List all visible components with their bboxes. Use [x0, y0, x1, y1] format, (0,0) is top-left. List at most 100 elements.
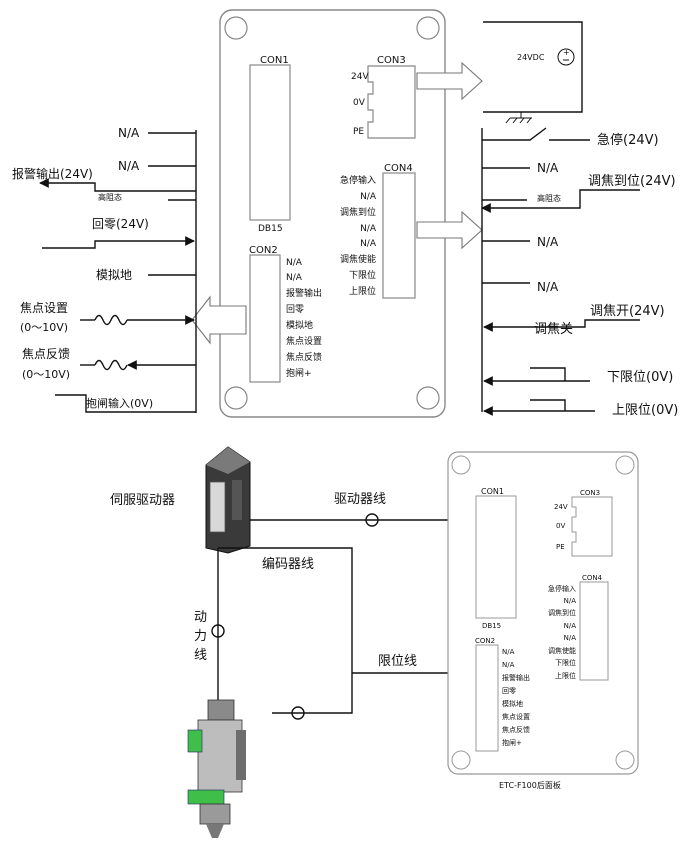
servo-drive-panel: [209, 481, 226, 533]
con4-pin: N/A: [360, 192, 377, 202]
focus-enable-arrow: [483, 319, 640, 332]
dc-source-icon: [557, 48, 575, 66]
signal-label: 报警输出(24V): [12, 166, 93, 181]
head-top: [207, 699, 235, 721]
con4-pin: N/A: [564, 634, 577, 642]
signal-label: 高阻态: [537, 193, 561, 203]
con3-pin: 24V: [351, 72, 369, 82]
lower-limit-arrow: [484, 367, 590, 381]
power-label: 24VDC: [517, 53, 545, 62]
con2-pin: 焦点反馈: [502, 725, 530, 734]
con3-connector: [571, 496, 613, 557]
signal-label: 急停(24V): [597, 132, 659, 148]
con2-pin: 报警输出: [286, 287, 322, 299]
servo-drive-top: [206, 447, 250, 474]
con2-pin: 报警输出: [502, 673, 530, 682]
con2-pin: 焦点设置: [286, 335, 322, 347]
con1-label: CON1: [481, 487, 504, 496]
con2-pin: 抱闸+: [502, 738, 522, 747]
homing-arrow: [42, 236, 195, 249]
con4-pin: N/A: [564, 622, 577, 630]
con4-pin: 下限位: [349, 269, 376, 281]
con3-pin: PE: [353, 127, 364, 137]
analog-wave-icon: [94, 314, 128, 326]
dc-plus-glyph: +: [563, 48, 570, 57]
con4-connector: [382, 172, 416, 299]
con4-pin: 调焦使能: [340, 253, 376, 265]
con3-label: CON3: [580, 489, 600, 497]
power-outline: [483, 21, 583, 113]
head-motor: [236, 730, 246, 780]
con2-arrow: [191, 295, 247, 345]
con4-pin: 上限位: [555, 671, 576, 680]
signal-label: N/A: [537, 280, 559, 294]
con4-connector: [579, 581, 609, 681]
con2-pin: 模拟地: [286, 319, 313, 331]
signal-label: N/A: [118, 126, 140, 140]
encoder-cable: [218, 547, 353, 714]
con2-label: CON2: [249, 245, 278, 256]
con3-pin: 0V: [556, 522, 565, 530]
signal-label: N/A: [118, 159, 140, 173]
mount-hole: [451, 750, 471, 770]
signal-label: (0～10V): [20, 321, 68, 334]
con2-pin: N/A: [502, 648, 515, 656]
signal-label: 焦点设置: [20, 301, 68, 315]
analog-wave-icon: [94, 359, 128, 371]
db15-label: DB15: [482, 622, 501, 630]
ground-icon: [519, 117, 525, 124]
db15-label: DB15: [258, 224, 283, 234]
bottom-cables: 驱动器线 动力线 编码器线 限位线: [194, 492, 496, 720]
signal-label: 下限位(0V): [607, 370, 673, 385]
estop-switch-icon: [482, 127, 590, 141]
con2-pin: 模拟地: [502, 699, 523, 708]
con3-pin: 0V: [353, 98, 366, 108]
con4-pin: N/A: [360, 224, 377, 234]
signal-label: 上限位(0V): [612, 403, 678, 418]
cable-tie-icon: [211, 624, 225, 638]
con3-pin: 24V: [554, 503, 568, 511]
con2-label: CON2: [475, 637, 495, 645]
con2-connector: [475, 644, 499, 752]
signal-label: N/A: [537, 235, 559, 249]
servo-drive-connector: [232, 480, 242, 520]
con1-label: CON1: [260, 55, 289, 66]
con3-arrow: [416, 61, 483, 101]
signal-label: 调焦开(24V): [590, 304, 665, 319]
panel-outline: [219, 9, 446, 418]
con4-pin: 调焦到位: [548, 608, 576, 617]
con4-pin: N/A: [564, 597, 577, 605]
right-signals: 急停(24V) N/A 高阻态 调焦到位(24V) N/A N/A 调焦开(24…: [482, 127, 678, 418]
head-lower: [199, 803, 231, 825]
servo-drive: 伺服驱动器: [110, 446, 251, 554]
signal-label: 抱闸输入(0V): [86, 396, 153, 410]
mount-hole: [416, 16, 440, 40]
left-signals: N/A N/A 报警输出(24V) 高阻态 回零(24V) 模拟地 焦点设置 (…: [12, 126, 197, 413]
drive-cable-label: 驱动器线: [334, 492, 386, 507]
top-rear-panel: CON1 DB15 CON2 N/A N/A 报警输出 回零 模拟地 焦点设置 …: [219, 9, 446, 418]
mount-hole: [451, 455, 471, 475]
mount-hole: [416, 386, 440, 410]
signal-label: (0～10V): [22, 368, 70, 381]
head-green-module: [187, 789, 225, 805]
signal-label: 调焦到位(24V): [588, 174, 676, 189]
signal-label: 调焦关: [534, 322, 573, 337]
encoder-cable-label: 编码器线: [262, 557, 314, 572]
ground-icon: [526, 117, 532, 124]
servo-drive-label: 伺服驱动器: [110, 493, 175, 508]
con2-pin: N/A: [286, 273, 303, 283]
upper-limit-arrow: [484, 399, 595, 411]
con2-pin: 焦点反馈: [286, 351, 322, 363]
signal-label: 高阻态: [98, 192, 122, 202]
signal-label: 回零(24V): [92, 217, 149, 231]
power-cable-label: 动力线: [194, 610, 207, 663]
head-body: [197, 719, 243, 793]
con2-pin: 抱闸+: [286, 367, 312, 379]
con2-pin: N/A: [502, 661, 515, 669]
con3-connector: [367, 65, 416, 139]
con4-pin: 调焦使能: [548, 646, 576, 655]
power-supply: 24VDC +: [483, 21, 583, 124]
ground-icon: [505, 117, 511, 124]
mount-hole: [615, 455, 635, 475]
